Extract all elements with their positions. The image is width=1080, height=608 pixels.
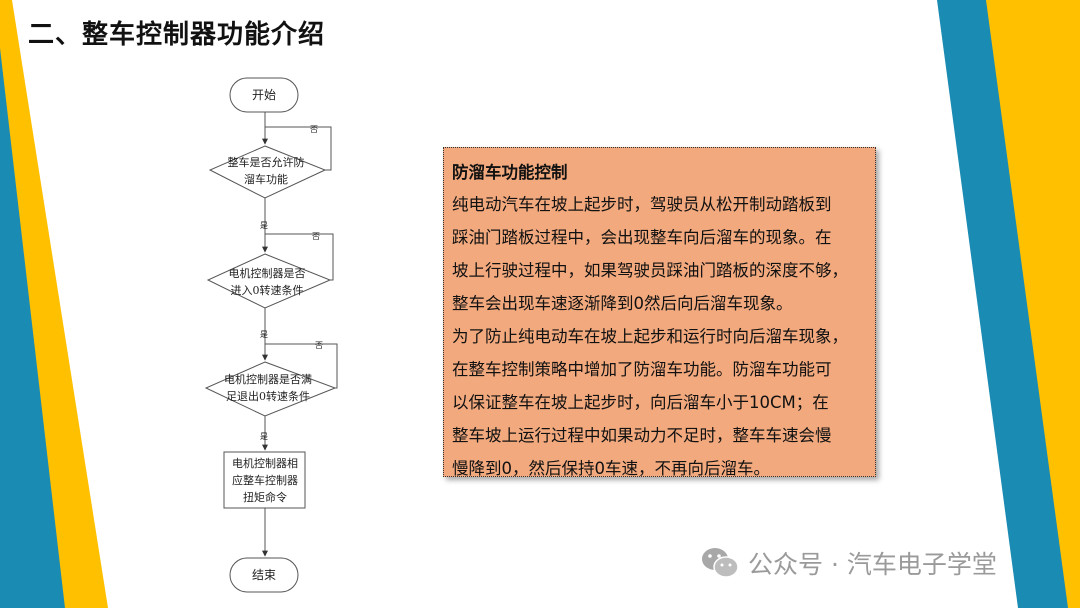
decision-2-label-2: 进入0转速条件 — [231, 283, 304, 297]
description-line: 为了防止纯电动车在坡上起步和运行时向后溜车现象， — [452, 327, 848, 346]
watermark: 公众号 · 汽车电子学堂 — [700, 545, 997, 581]
description-heading: 防溜车功能控制 — [452, 163, 568, 182]
wechat-icon — [702, 548, 739, 578]
left-teal-stripe — [0, 48, 65, 608]
decision-2 — [206, 253, 332, 309]
description-line: 整车会出现车速逐渐降到0然后向后溜车现象。 — [452, 294, 793, 313]
description-line: 坡上行驶过程中，如果驾驶员踩油门踏板的深度不够， — [452, 261, 848, 280]
description-box: 防溜车功能控制 纯电动汽车在坡上起步时，驾驶员从松开制动踏板到 踩油门踏板过程中… — [443, 147, 876, 478]
end-label: 结束 — [252, 568, 276, 582]
no-label-2: 否 — [312, 232, 320, 241]
description-line: 纯电动汽车在坡上起步时，驾驶员从松开制动踏板到 — [452, 195, 832, 214]
flowchart: 开始 整车是否允许防 溜车功能 否 是 电机控制器是否 进入0转速条件 否 是 … — [204, 77, 338, 593]
no-label-3: 否 — [315, 341, 323, 350]
yes-label-3: 是 — [260, 432, 268, 441]
decision-3 — [204, 361, 337, 417]
decision-1 — [208, 145, 327, 199]
decision-3-label-1: 电机控制器是否满 — [224, 372, 312, 386]
process-label-1: 电机控制器相 — [232, 456, 298, 470]
description-line: 踩油门踏板过程中，会出现整车向后溜车的现象。在 — [452, 228, 832, 247]
decision-1-label-2: 溜车功能 — [244, 172, 288, 186]
process-label-3: 扭矩命令 — [243, 490, 287, 504]
no-label-1: 否 — [310, 125, 318, 134]
description-line: 慢降到0，然后保持0车速，不再向后溜车。 — [452, 459, 770, 478]
start-node — [229, 77, 299, 113]
end-node — [229, 557, 299, 593]
process-label-2: 应整车控制器 — [232, 473, 298, 487]
watermark-text: 公众号 · 汽车电子学堂 — [748, 550, 997, 579]
description-line: 在整车控制策略中增加了防溜车功能。防溜车功能可 — [452, 360, 832, 379]
decision-1-label-1: 整车是否允许防 — [228, 155, 305, 169]
decision-2-label-1: 电机控制器是否 — [229, 266, 306, 280]
yes-label-1: 是 — [260, 221, 268, 230]
yes-label-2: 是 — [260, 330, 268, 339]
page-title: 二、整车控制器功能介绍 — [28, 20, 326, 50]
description-line: 以保证整车在坡上起步时，向后溜车小于10CM；在 — [452, 393, 829, 412]
decision-3-label-2: 足退出0转速条件 — [226, 389, 310, 403]
start-label: 开始 — [252, 88, 276, 102]
right-yellow-stripe — [986, 0, 1080, 608]
process-node — [223, 451, 306, 509]
description-line: 整车坡上运行过程中如果动力不足时，整车车速会慢 — [452, 426, 832, 445]
